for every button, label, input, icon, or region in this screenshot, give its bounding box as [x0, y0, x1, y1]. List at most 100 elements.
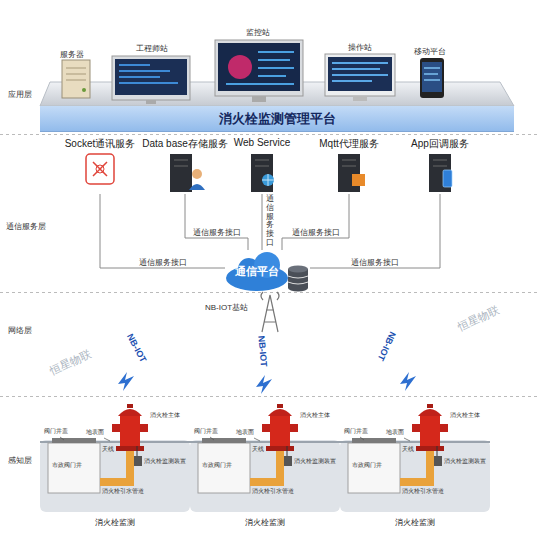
- hydrant-scene-3: [340, 404, 490, 512]
- node-text: Socket通讯服务: [64, 137, 137, 151]
- illustration-part: [342, 160, 356, 166]
- service-node: App回调服务: [407, 137, 473, 194]
- illustration-part: [325, 54, 395, 96]
- watermark: 恒星物联: [455, 303, 500, 333]
- illustration-part: [251, 154, 273, 192]
- mobile-icon: [420, 58, 444, 98]
- part-label: 市政阀门井: [52, 462, 82, 469]
- node-text: Web Service: [233, 137, 292, 148]
- part-label: 地表面: [236, 429, 254, 436]
- part-label: 消火栓监测装置: [444, 458, 486, 465]
- part-label: 阀门井盖: [194, 428, 218, 435]
- illustration-part: [118, 372, 134, 391]
- node-text: 消火栓监测: [245, 517, 285, 528]
- layer-label: 应用层: [8, 90, 32, 99]
- device-label: 工程师站: [136, 44, 168, 53]
- device-label: 移动平台: [414, 47, 446, 56]
- illustration-part: [288, 285, 308, 292]
- monitor-station-icon: [215, 40, 303, 102]
- illustration-part: [433, 160, 447, 166]
- illustration-part: [0, 396, 540, 397]
- part-label: 地表面: [86, 429, 104, 436]
- server-icon: [62, 60, 90, 98]
- illustration-part: [256, 375, 272, 394]
- connector-line: [282, 194, 349, 250]
- station-label: NB-IOT基站: [205, 303, 248, 312]
- illustration-part: [262, 295, 278, 332]
- base-station-tower: [261, 292, 279, 332]
- node-text: 通信平台: [235, 264, 279, 279]
- node-text: App回调服务: [410, 137, 470, 151]
- protocol-label: NB-IOT: [124, 332, 148, 364]
- edge-label: 通信服务接口: [350, 258, 400, 267]
- part-label: 地表面: [386, 429, 404, 436]
- illustration-part: [146, 100, 156, 104]
- node-text: Mqtt代理服务: [318, 137, 380, 151]
- part-label: 消火栓主体: [450, 412, 480, 419]
- service-node: Data base存储服务: [138, 137, 232, 194]
- illustration-part: [422, 62, 442, 92]
- illustration-part: [429, 154, 451, 192]
- operator-station-icon: [325, 54, 395, 101]
- part-label: 天线: [102, 446, 114, 453]
- illustration-part: [86, 154, 114, 184]
- illustration-part: [0, 134, 540, 135]
- part-label: 阀门井盖: [344, 428, 368, 435]
- edge-label: 通信服务接口: [266, 195, 274, 248]
- illustration-part: [170, 154, 192, 192]
- part-label: 消火栓引水管道: [102, 488, 144, 495]
- workstation-icon: [112, 56, 190, 104]
- layer-label: 网络层: [8, 326, 32, 335]
- layer-separators: [0, 135, 540, 397]
- illustration-part: [96, 165, 104, 173]
- watermark: 恒星物联: [47, 347, 92, 377]
- node-text: 消火栓监测: [95, 517, 135, 528]
- protocol-label: NB-IOT: [255, 335, 268, 367]
- part-label: 阀门井盖: [44, 428, 68, 435]
- app-server-icon: [429, 154, 452, 192]
- illustration-part: [226, 52, 294, 84]
- layer-label: 感知层: [8, 456, 32, 465]
- illustration-part: [62, 60, 90, 98]
- database-server-icon: [170, 154, 205, 192]
- illustration-part: [0, 292, 540, 293]
- illustration-part: [261, 292, 279, 300]
- illustration-part: [255, 160, 269, 166]
- part-label: 消火栓主体: [150, 412, 180, 419]
- illustration-part: [352, 174, 365, 186]
- illustration-part: [82, 88, 86, 92]
- illustration-part: [252, 96, 266, 102]
- device-label: 服务器: [60, 50, 84, 59]
- illustration-part: [115, 59, 187, 95]
- illustration-part: [332, 63, 388, 81]
- hydrant-scene-2: [190, 404, 340, 512]
- part-label: 消火栓主体: [300, 412, 330, 419]
- edge-label: 通信服务接口: [138, 258, 188, 267]
- illustration-part: [262, 174, 274, 186]
- platform-band: 消火栓监测管理平台: [40, 106, 514, 132]
- mqtt-server-icon: [338, 154, 365, 192]
- illustration-part: [218, 43, 300, 91]
- edge-label: 通信服务接口: [291, 228, 341, 237]
- illustration-part: [338, 154, 360, 192]
- hydrant-scene-1: [40, 404, 190, 512]
- part-label: 消火栓监测装置: [144, 458, 186, 465]
- illustration-part: [119, 65, 178, 83]
- illustration-part: [262, 174, 274, 186]
- part-label: 消火栓监测装置: [294, 458, 336, 465]
- illustration-part: [353, 96, 367, 101]
- part-label: 天线: [252, 446, 264, 453]
- device-label: 监控站: [246, 28, 270, 37]
- node-text: 消火栓监测: [395, 517, 435, 528]
- web-server-icon: [251, 154, 274, 192]
- part-label: 消火栓引水管道: [252, 488, 294, 495]
- protocol-label: NB-IOT: [375, 330, 397, 362]
- socket-icon: [86, 154, 114, 184]
- layer-label: 通信服务层: [6, 222, 46, 231]
- illustration-part: [174, 160, 188, 166]
- illustration-part: [93, 162, 107, 176]
- illustration-part: [443, 170, 452, 187]
- illustration-part: [424, 68, 440, 80]
- illustration-part: [189, 184, 205, 190]
- illustration-part: [215, 40, 303, 96]
